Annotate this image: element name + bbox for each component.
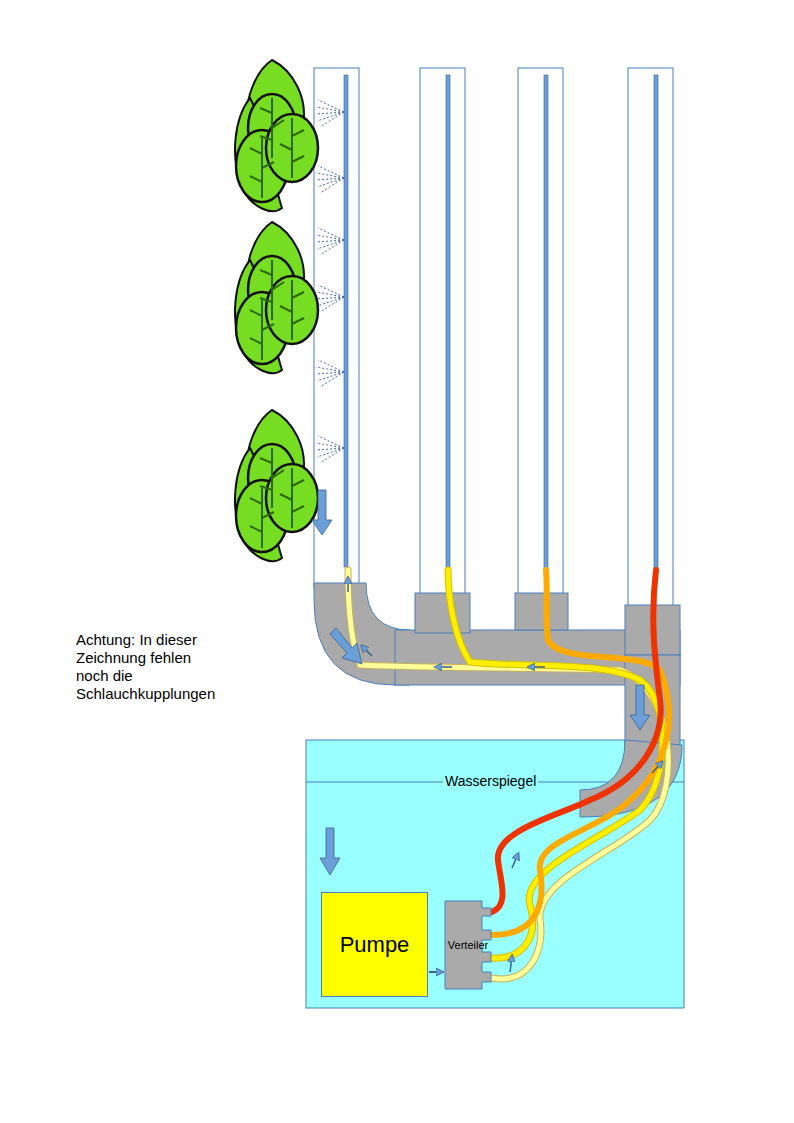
- manifold: Verteiler: [444, 900, 492, 990]
- pump-box: Pumpe: [321, 892, 428, 997]
- node-text: Verteiler: [448, 939, 488, 951]
- flow-connector: [429, 971, 443, 973]
- node-text: Pumpe: [340, 932, 410, 958]
- warning-note: Achtung: In dieser Zeichnung fehlen noch…: [74, 631, 228, 703]
- water-level-label: Wasserspiegel: [443, 774, 538, 789]
